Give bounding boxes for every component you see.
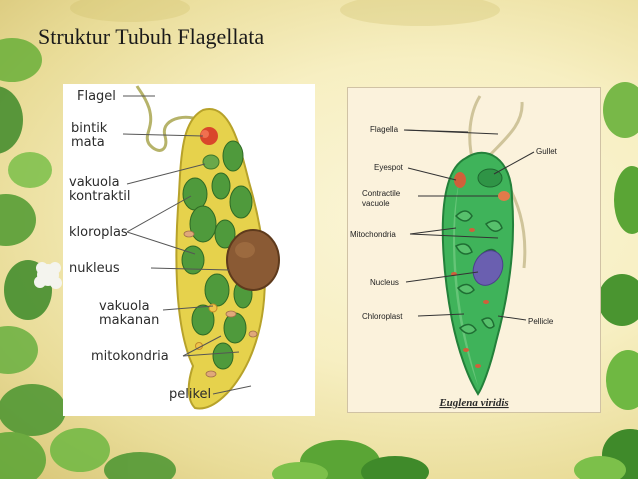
left-euglena-diagram: Flagel bintik mata vakuola kontraktil kl… — [63, 84, 315, 416]
label-kloroplas: kloroplas — [69, 225, 128, 240]
gullet-right — [477, 168, 503, 188]
label-mitochondria: Mitochondria — [350, 230, 396, 239]
nucleus-right — [472, 250, 504, 286]
left-diagram-svg: Flagel bintik mata vakuola kontraktil kl… — [69, 85, 280, 410]
label-contractile-vacuole-1: Contractile — [362, 189, 401, 198]
cell-body-right-shade — [453, 178, 478, 386]
chloroplasts-left — [181, 140, 253, 370]
label-bintik-mata-2: mata — [71, 135, 105, 150]
label-flagella: Flagella — [370, 125, 399, 134]
label-mitokondria: mitokondria — [91, 349, 169, 364]
clover-leaf-cluster-right — [574, 82, 638, 479]
right-euglena-diagram: Flagella Eyespot Contractile vacuole Mit… — [347, 87, 601, 413]
label-pelikel: pelikel — [169, 387, 211, 402]
eyespot-right — [454, 172, 466, 188]
label-eyespot: Eyespot — [374, 163, 404, 172]
label-pellicle: Pellicle — [528, 317, 554, 326]
label-contractile-vacuole-2: vacuole — [362, 199, 390, 208]
eyespot-left-inner — [201, 130, 209, 138]
clover-leaf-cluster-top — [70, 0, 500, 26]
contractile-vacuole-left — [202, 154, 220, 170]
label-flagel: Flagel — [77, 89, 116, 104]
label-nukleus: nukleus — [69, 261, 120, 276]
caption-euglena-viridis: Euglena viridis — [438, 397, 508, 409]
label-vakuola-makanan-2: makanan — [99, 313, 159, 328]
label-vakuola-kontraktil-2: kontraktil — [69, 189, 131, 204]
label-chloroplast: Chloroplast — [362, 312, 403, 321]
leader-lines-right — [403, 129, 535, 321]
flagellum-left — [135, 85, 205, 152]
slide-title: Struktur Tubuh Flagellata — [38, 24, 265, 49]
clover-leaf-cluster-bottom — [272, 440, 429, 479]
label-bintik-mata-1: bintik — [71, 121, 108, 136]
label-gullet: Gullet — [536, 147, 558, 156]
label-vakuola-makanan-1: vakuola — [99, 299, 150, 314]
nucleus-left — [226, 229, 280, 291]
leader-lines-left — [122, 95, 252, 395]
contractile-vacuole-right — [498, 191, 510, 201]
clover-leaf-cluster-left — [0, 38, 176, 479]
white-clover-flower — [34, 262, 62, 289]
label-nucleus: Nucleus — [370, 278, 399, 287]
nucleus-left-highlight — [235, 242, 255, 258]
right-diagram-svg: Flagella Eyespot Contractile vacuole Mit… — [350, 95, 558, 409]
label-vakuola-kontraktil-1: vakuola — [69, 175, 120, 190]
